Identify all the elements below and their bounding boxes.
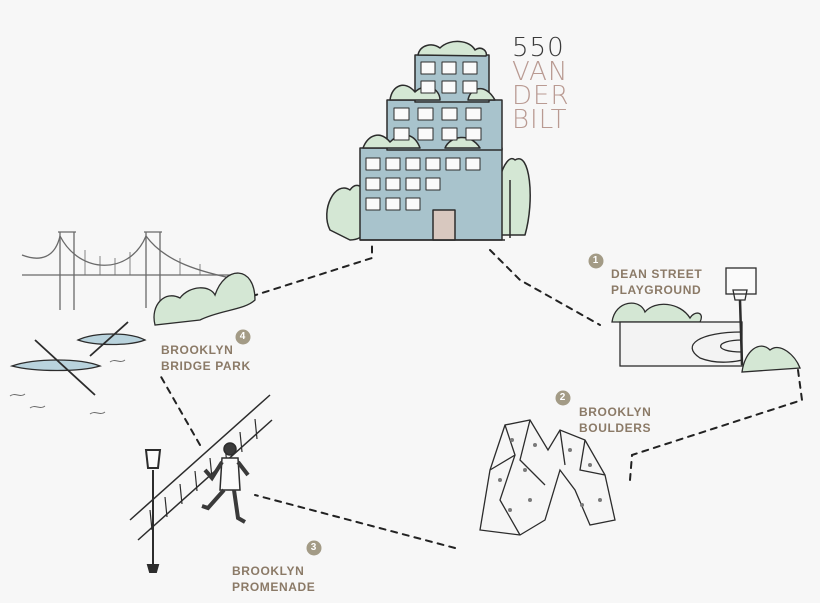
label-dean-street-playground[interactable]: DEAN STREET PLAYGROUND xyxy=(611,266,702,298)
badge-2: 2 xyxy=(559,392,566,403)
route-path xyxy=(159,244,804,549)
label-line: PLAYGROUND xyxy=(611,283,702,297)
location-markers xyxy=(235,253,604,556)
label-line: BOULDERS xyxy=(579,421,652,435)
building-icon xyxy=(326,40,531,241)
label-line: BRIDGE PARK xyxy=(161,359,251,373)
badge-1: 1 xyxy=(592,255,599,266)
kayak-icon xyxy=(9,321,147,415)
label-line: BROOKLYN xyxy=(161,343,234,357)
label-line: PROMENADE xyxy=(232,580,316,594)
logo-line1: VAN xyxy=(512,57,569,87)
logo-line2: DER xyxy=(512,81,570,111)
climbing-boulder-icon xyxy=(479,419,616,536)
badge-3: 3 xyxy=(310,542,317,553)
logo: 550 VAN DER BILT xyxy=(512,33,570,135)
runner-icon xyxy=(129,394,273,541)
label-brooklyn-boulders[interactable]: BROOKLYN BOULDERS xyxy=(579,404,651,436)
basketball-court-icon xyxy=(611,267,801,373)
bridge-icon xyxy=(21,231,256,326)
label-line: BROOKLYN xyxy=(232,564,305,578)
logo-line3: BILT xyxy=(512,105,568,135)
badge-4: 4 xyxy=(239,331,246,342)
lamp-post-icon xyxy=(144,449,162,573)
label-line: BROOKLYN xyxy=(579,405,652,419)
label-brooklyn-bridge-park[interactable]: BROOKLYN BRIDGE PARK xyxy=(161,342,251,374)
logo-number: 550 xyxy=(512,33,565,63)
label-line: DEAN STREET xyxy=(611,267,703,281)
label-brooklyn-promenade[interactable]: BROOKLYN PROMENADE xyxy=(232,563,315,595)
